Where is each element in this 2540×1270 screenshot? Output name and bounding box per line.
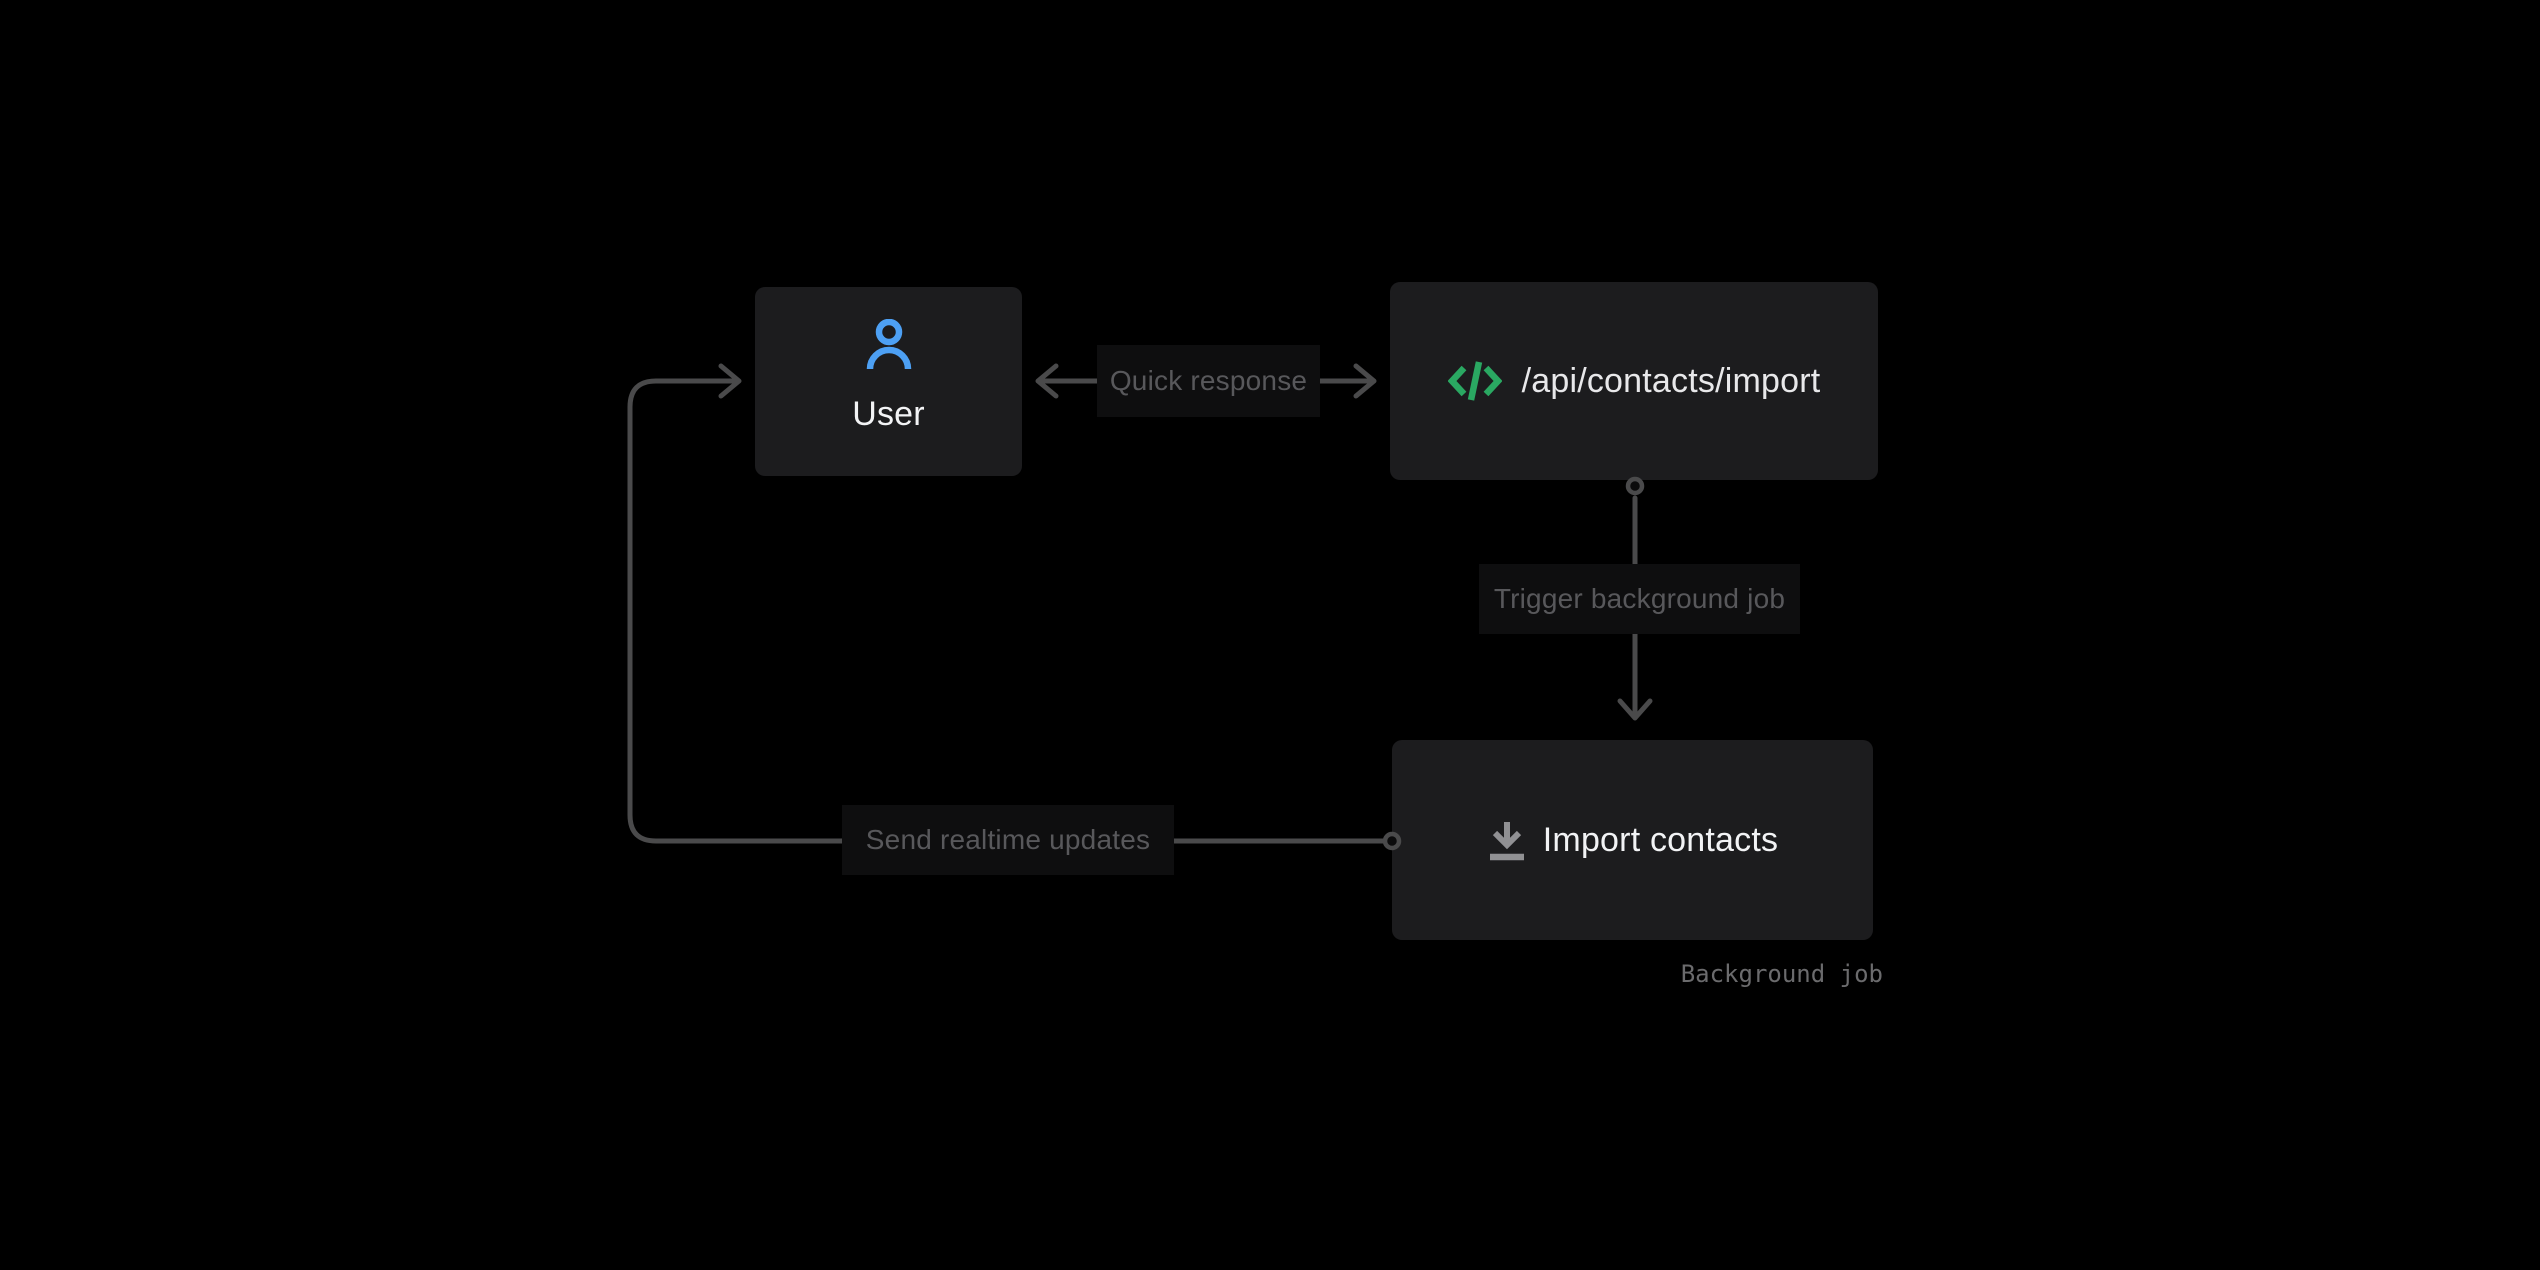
node-user: User <box>755 287 1022 476</box>
node-api-label: /api/contacts/import <box>1521 361 1821 400</box>
arrowhead-quick-to-user <box>1035 363 1059 399</box>
download-icon <box>1489 822 1524 861</box>
edge-label-send-realtime-updates: Send realtime updates <box>842 805 1174 875</box>
arrowhead-send-to-user <box>718 363 742 399</box>
node-import-contacts: Import contacts <box>1392 740 1873 940</box>
node-import-label: Import contacts <box>1542 820 1779 859</box>
arrowhead-quick-to-api <box>1353 363 1377 399</box>
edge-label-trigger-background-job: Trigger background job <box>1479 564 1800 634</box>
edge-label-quick-response: Quick response <box>1097 345 1320 417</box>
background-job-annotation: Background job <box>1680 960 1883 988</box>
arrowhead-trigger-to-import <box>1617 698 1653 721</box>
code-icon <box>1447 361 1502 401</box>
connector-dot-import-left <box>1382 831 1402 851</box>
connector-dot-api-bottom <box>1625 476 1645 496</box>
node-user-label: User <box>852 395 925 433</box>
node-api-endpoint: /api/contacts/import <box>1390 282 1878 480</box>
edge-send-loop <box>627 378 851 844</box>
user-icon <box>866 319 911 370</box>
